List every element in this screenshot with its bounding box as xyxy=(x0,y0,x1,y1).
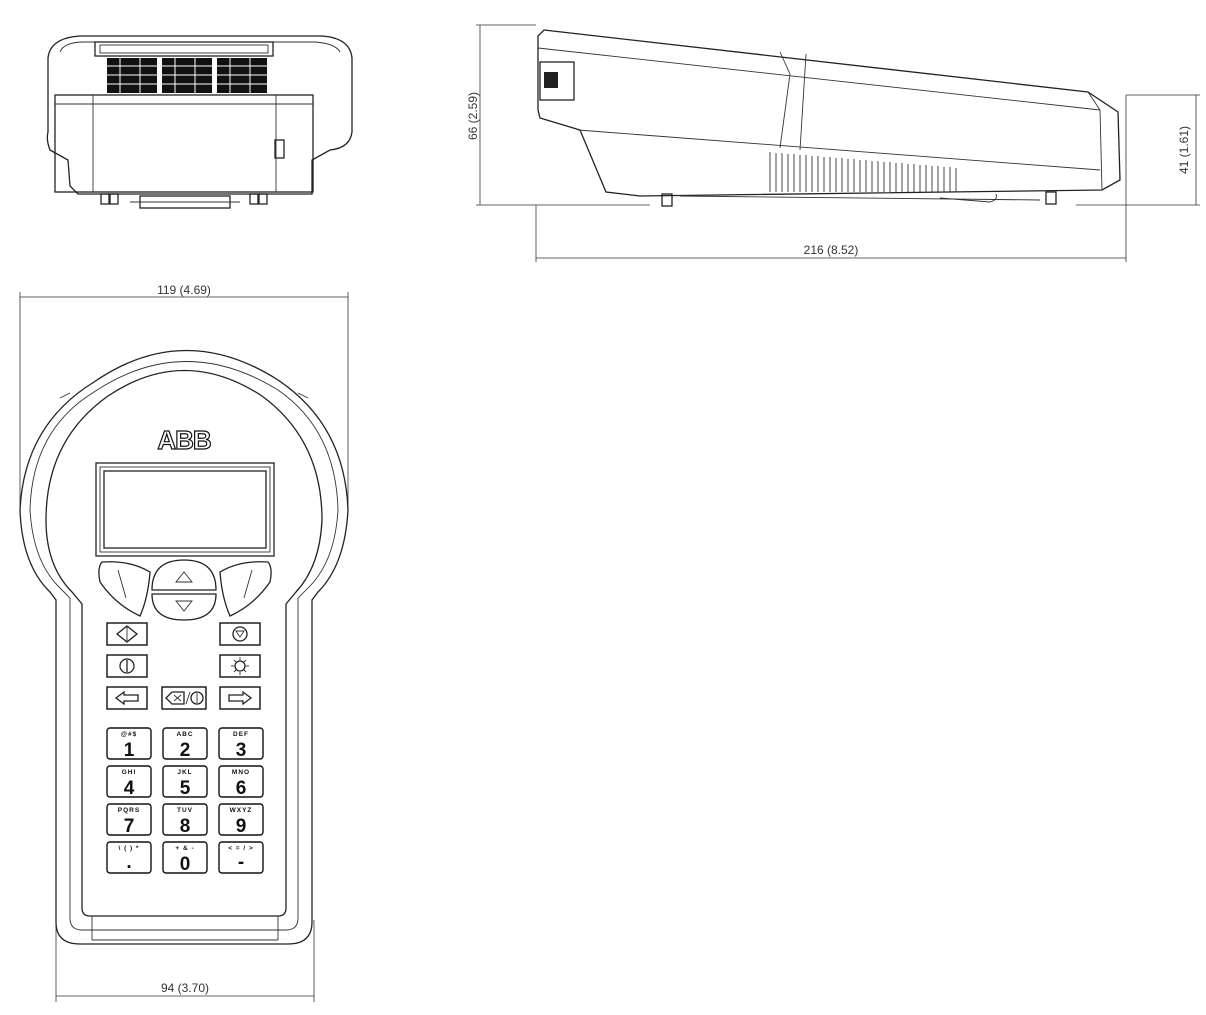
key-4-main: 4 xyxy=(124,778,135,799)
key-3-sub: DEF xyxy=(233,731,249,738)
key-9-sub: WXYZ xyxy=(230,807,253,814)
dim-side-view-height: 41 (1.61) xyxy=(1177,126,1191,174)
key-2-main: 2 xyxy=(180,740,191,761)
key-6-sub: MNO xyxy=(232,769,250,776)
key-8-sub: TUV xyxy=(177,807,193,814)
key-5-main: 5 xyxy=(180,778,191,799)
key-5-sub: JKL xyxy=(177,769,192,776)
key-dot-main: . xyxy=(126,852,131,873)
key-0-sub: + & - xyxy=(175,845,194,852)
key-4-sub: GHI xyxy=(122,769,137,776)
key-8-main: 8 xyxy=(180,816,191,837)
key-7-sub: PQRS xyxy=(118,807,140,814)
dim-side-view-length: 216 (8.52) xyxy=(804,243,859,257)
front-view: ABB xyxy=(19,292,349,1002)
key-1-main: 1 xyxy=(124,740,135,761)
abb-logo: ABB xyxy=(157,425,211,455)
key-6-main: 6 xyxy=(236,778,247,799)
side-view xyxy=(476,24,1200,262)
dim-front-view-width-top: 119 (4.69) xyxy=(157,283,211,297)
key-minus-sub: < = / > xyxy=(228,845,254,852)
key-dot-sub: \ ( ) * xyxy=(118,845,139,852)
key-minus-main: - xyxy=(238,852,244,873)
key-1-sub: @#$ xyxy=(121,731,138,738)
key-3-main: 3 xyxy=(236,740,247,761)
key-7-main: 7 xyxy=(124,816,135,837)
dim-top-view-height: 66 (2.59) xyxy=(466,92,480,140)
numeric-keypad xyxy=(106,727,264,874)
key-2-sub: ABC xyxy=(176,731,193,738)
top-view xyxy=(46,35,353,209)
dim-front-view-width-bottom: 94 (3.70) xyxy=(161,981,209,995)
key-9-main: 9 xyxy=(236,816,247,837)
key-0-main: 0 xyxy=(180,854,191,875)
